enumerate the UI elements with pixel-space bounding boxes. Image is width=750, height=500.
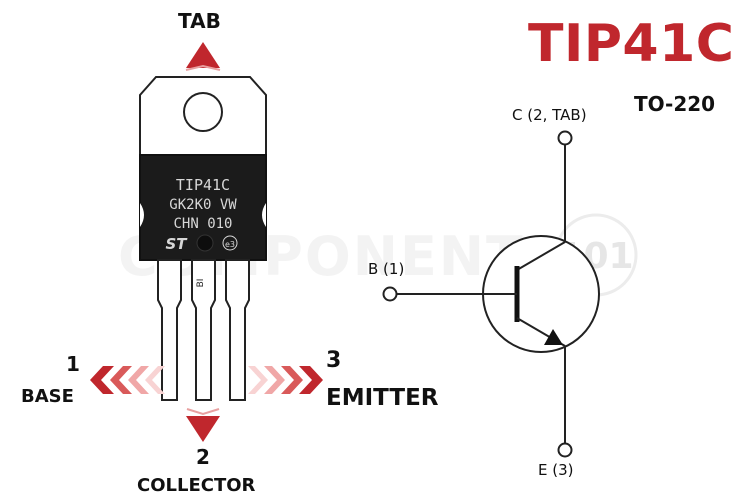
- transistor-body: TIP41C GK2K0 VW CHN 010 ST e3: [139, 154, 267, 261]
- mounting-hole: [183, 92, 223, 132]
- part-title: TIP41C: [528, 14, 735, 74]
- lead-emitter: [225, 259, 250, 401]
- base-pin-label: BASE: [21, 386, 74, 407]
- collector-pin-number: 2: [196, 445, 210, 469]
- tab-arrow-icon: [185, 42, 221, 71]
- marking-line-3: CHN 010: [173, 216, 232, 232]
- marking-line-1: TIP41C: [176, 176, 230, 194]
- lead-marking: BI: [196, 279, 206, 288]
- transistor-tab: [139, 76, 267, 156]
- base-arrow-icon: [90, 366, 165, 394]
- package-label: TO-220: [634, 92, 716, 116]
- symbol-base-label: B (1): [368, 260, 405, 278]
- emitter-pin-label: EMITTER: [326, 385, 439, 411]
- base-terminal: [382, 286, 398, 302]
- lead-collector: BI: [191, 259, 216, 401]
- emitter-arrow-icon: [248, 366, 323, 394]
- symbol-collector-label: C (2, TAB): [512, 106, 587, 124]
- ejector-dot: [196, 234, 214, 252]
- collector-pin-label: COLLECTOR: [137, 475, 256, 496]
- tab-label: TAB: [178, 9, 221, 33]
- emitter-terminal: [557, 442, 573, 458]
- emitter-pin-number: 3: [326, 348, 342, 373]
- collector-line: [516, 241, 566, 271]
- lead-base: [157, 259, 182, 401]
- npn-transistor-symbol: [382, 130, 600, 458]
- st-logo-icon: ST: [165, 235, 188, 253]
- base-pin-number: 1: [66, 352, 80, 376]
- eco-mark: e3: [225, 240, 235, 249]
- marking-line-2: GK2K0 VW: [169, 197, 237, 213]
- symbol-emitter-label: E (3): [538, 461, 574, 479]
- emitter-arrow: [544, 329, 563, 345]
- collector-terminal: [557, 130, 573, 146]
- collector-arrow-icon: [186, 408, 220, 442]
